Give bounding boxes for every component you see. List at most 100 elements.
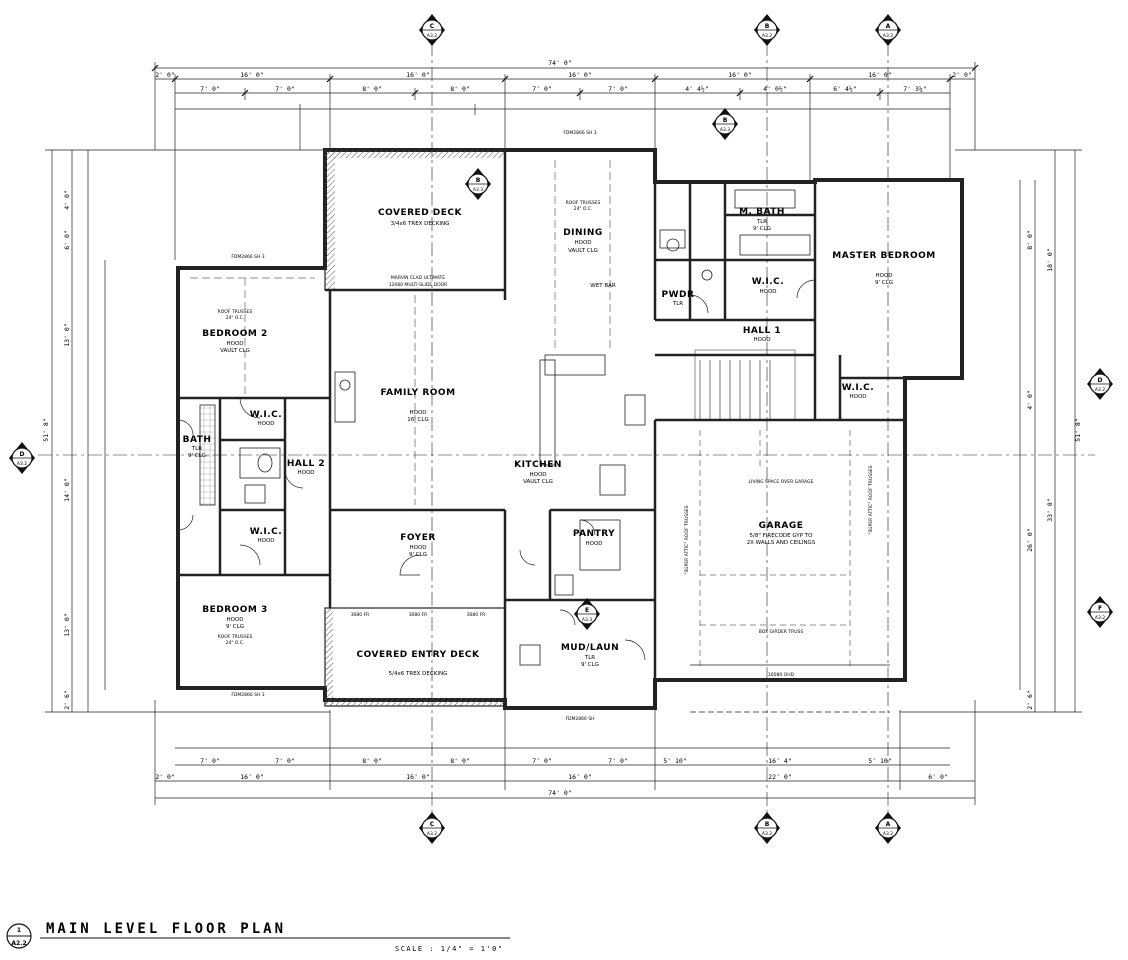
top-dim-3: 16' 0" xyxy=(568,71,591,79)
door-note-3: 3080 FR xyxy=(467,612,486,618)
section-letter: D xyxy=(1098,377,1103,384)
top-overall-dim: 74' 0" xyxy=(548,59,571,67)
room-note-pwdr: TLR xyxy=(672,301,683,307)
door-note-2: 3080 FR xyxy=(409,612,428,618)
plan-notes: WET BAR MARVIN CLAD ULTIMATE 12080 MULTI… xyxy=(218,130,874,722)
top-dim2-1: 7' 0" xyxy=(275,85,295,93)
window-note-dining: FDM2866 SH 3 xyxy=(563,130,596,136)
right-dim-3: 2' 6" xyxy=(1026,690,1034,710)
slide-door-note: 12080 MULTI-SLIDE DOOR xyxy=(389,282,448,288)
room-name-master-bedroom: MASTER BEDROOM xyxy=(832,251,935,261)
living-space-note: LIVING SPACE OVER GARAGE xyxy=(748,479,813,485)
drawing-scale: SCALE : 1/4" = 1'0" xyxy=(395,945,504,953)
section-letter: B xyxy=(765,821,770,828)
top-dim-2: 16' 0" xyxy=(406,71,429,79)
wet-bar-note: WET BAR xyxy=(590,283,616,289)
room-note-bath-2: 9' CLG xyxy=(188,453,206,459)
left-dim-2: 13' 0" xyxy=(63,323,71,346)
top-dimension-lines xyxy=(154,62,976,260)
bottom-dimension-row: 2' 0"16' 0"16' 0"16' 0"22' 0"6' 0" xyxy=(155,773,948,781)
bottom-dim2-4: 7' 0" xyxy=(532,757,552,765)
section-markers: CA3.2BA3.2AA3.2DA3.2DA3.2FA3.2CA3.2BA3.2… xyxy=(9,14,1113,844)
top-dim-4: 16' 0" xyxy=(728,71,751,79)
room-note-dining-2: VAULT CLG xyxy=(568,248,598,254)
room-note-m-bath-1: TLR xyxy=(756,219,767,225)
left-dimension-column: 4' 0"6' 0"13' 0"14' 0"13' 0"2' 6" xyxy=(63,190,71,710)
bottom-dim2-5: 7' 0" xyxy=(608,757,628,765)
section-marker-b: B A3.3 xyxy=(712,108,738,140)
oc-note-dining: 24" O.C. xyxy=(574,206,593,212)
top-dim2-4: 7' 0" xyxy=(532,85,552,93)
left-dim-1: 6' 0" xyxy=(63,230,71,250)
bottom-dim-5: 6' 0" xyxy=(928,773,948,781)
room-note-foyer-1: HOOD xyxy=(409,545,426,551)
oc-note-bed3: 24" O.C. xyxy=(226,640,245,646)
room-note-master-1: HOOD xyxy=(875,273,892,279)
room-note-kitchen-1: HOOD xyxy=(529,472,546,478)
room-note-hall1: HOOD xyxy=(753,337,770,343)
room-name-covered-entry-1: COVERED ENTRY DECK xyxy=(357,650,480,660)
section-letter: F xyxy=(1098,605,1102,612)
section-marker-c: CA3.2 xyxy=(419,14,445,46)
section-letter: B xyxy=(723,117,728,124)
top-dim-0: 2' 0" xyxy=(155,71,175,79)
door-swings xyxy=(177,279,816,661)
room-note-kitchen-2: VAULT CLG xyxy=(523,479,553,485)
section-sheet: A3.2 xyxy=(427,33,437,39)
room-name-garage: GARAGE xyxy=(759,521,804,531)
bottom-dim2-8: 5' 10" xyxy=(868,757,891,765)
section-sheet: A3.3 xyxy=(473,187,483,193)
room-note-wic-e: HOOD xyxy=(849,394,866,400)
left-dim-3: 14' 0" xyxy=(63,478,71,501)
room-note-m-bath-2: 9' CLG xyxy=(753,226,771,232)
top-dim2-8: 6' 4½" xyxy=(833,85,856,93)
bottom-overall-dim: 74' 0" xyxy=(548,789,571,797)
room-name-pantry: PANTRY xyxy=(573,529,615,539)
right-dim2-0: 18' 0" xyxy=(1046,248,1054,271)
section-sheet: A3.2 xyxy=(17,461,27,467)
section-sheet: A3.2 xyxy=(883,33,893,39)
stairs xyxy=(699,360,771,420)
section-sheet: A3.3 xyxy=(720,127,730,133)
section-marker-d: DA3.2 xyxy=(9,442,35,474)
top-dim2-6: 4' 4½" xyxy=(685,85,708,93)
section-sheet: A3.3 xyxy=(582,617,592,623)
roof-trusses-note-bed2: ROOF TRUSSES xyxy=(218,309,253,315)
bottom-dim2-3: 8' 0" xyxy=(450,757,470,765)
top-dim2-0: 7' 0" xyxy=(200,85,220,93)
section-marker-c: CA3.2 xyxy=(419,812,445,844)
top-dim-6: 2' 0" xyxy=(952,71,972,79)
room-note-foyer-2: 9' CLG xyxy=(409,552,427,558)
room-name-bedroom2: BEDROOM 2 xyxy=(202,329,268,339)
room-name-hall2: HALL 2 xyxy=(287,459,325,469)
top-dim2-5: 7' 0" xyxy=(608,85,628,93)
walls xyxy=(176,148,964,713)
room-name-wic-e: W.I.C. xyxy=(842,383,874,393)
room-note-mud-1: TLR xyxy=(584,655,595,661)
section-marker-b: BA3.2 xyxy=(754,14,780,46)
top-dim2-7: 4' 0½" xyxy=(763,85,786,93)
door-spec-note: MARVIN CLAD ULTIMATE xyxy=(391,275,445,281)
room-name-family-room: FAMILY ROOM xyxy=(380,388,455,398)
section-letter: A xyxy=(886,23,891,30)
room-note-bath-1: TLR xyxy=(191,446,202,452)
room-name-m-bath: M. BATH xyxy=(739,207,785,217)
drawing-title: MAIN LEVEL FLOOR PLAN xyxy=(46,921,286,937)
room-note-covered-deck: 3/4x6 TREX DECKING xyxy=(391,221,450,227)
room-name-hall1: HALL 1 xyxy=(743,326,781,336)
window-note-bed3: FDM2866 SH 3 xyxy=(231,692,264,698)
section-letter: A xyxy=(886,821,891,828)
section-marker-a: A A3.2 xyxy=(875,14,901,46)
top-dimension-row-2: 7' 0"7' 0"8' 0"8' 0"7' 0"7' 0"4' 4½"4' 0… xyxy=(200,85,927,93)
top-dim-1: 16' 0" xyxy=(240,71,263,79)
window-note-bed2: FDM2866 SH 3 xyxy=(231,254,264,260)
section-letter: B xyxy=(476,177,481,184)
section-marker-b: BA3.2 xyxy=(754,812,780,844)
section-sheet: A3.2 xyxy=(1095,387,1105,393)
right-dim-2: 26' 0" xyxy=(1026,528,1034,551)
right-dim-1: 4' 0" xyxy=(1026,390,1034,410)
room-note-family-2: 16' CLG xyxy=(407,417,428,423)
drawing-ref-number: 1 xyxy=(17,927,21,934)
room-name-pwdr: PWDR xyxy=(662,290,695,300)
section-marker-e: EA3.3 xyxy=(574,598,600,630)
